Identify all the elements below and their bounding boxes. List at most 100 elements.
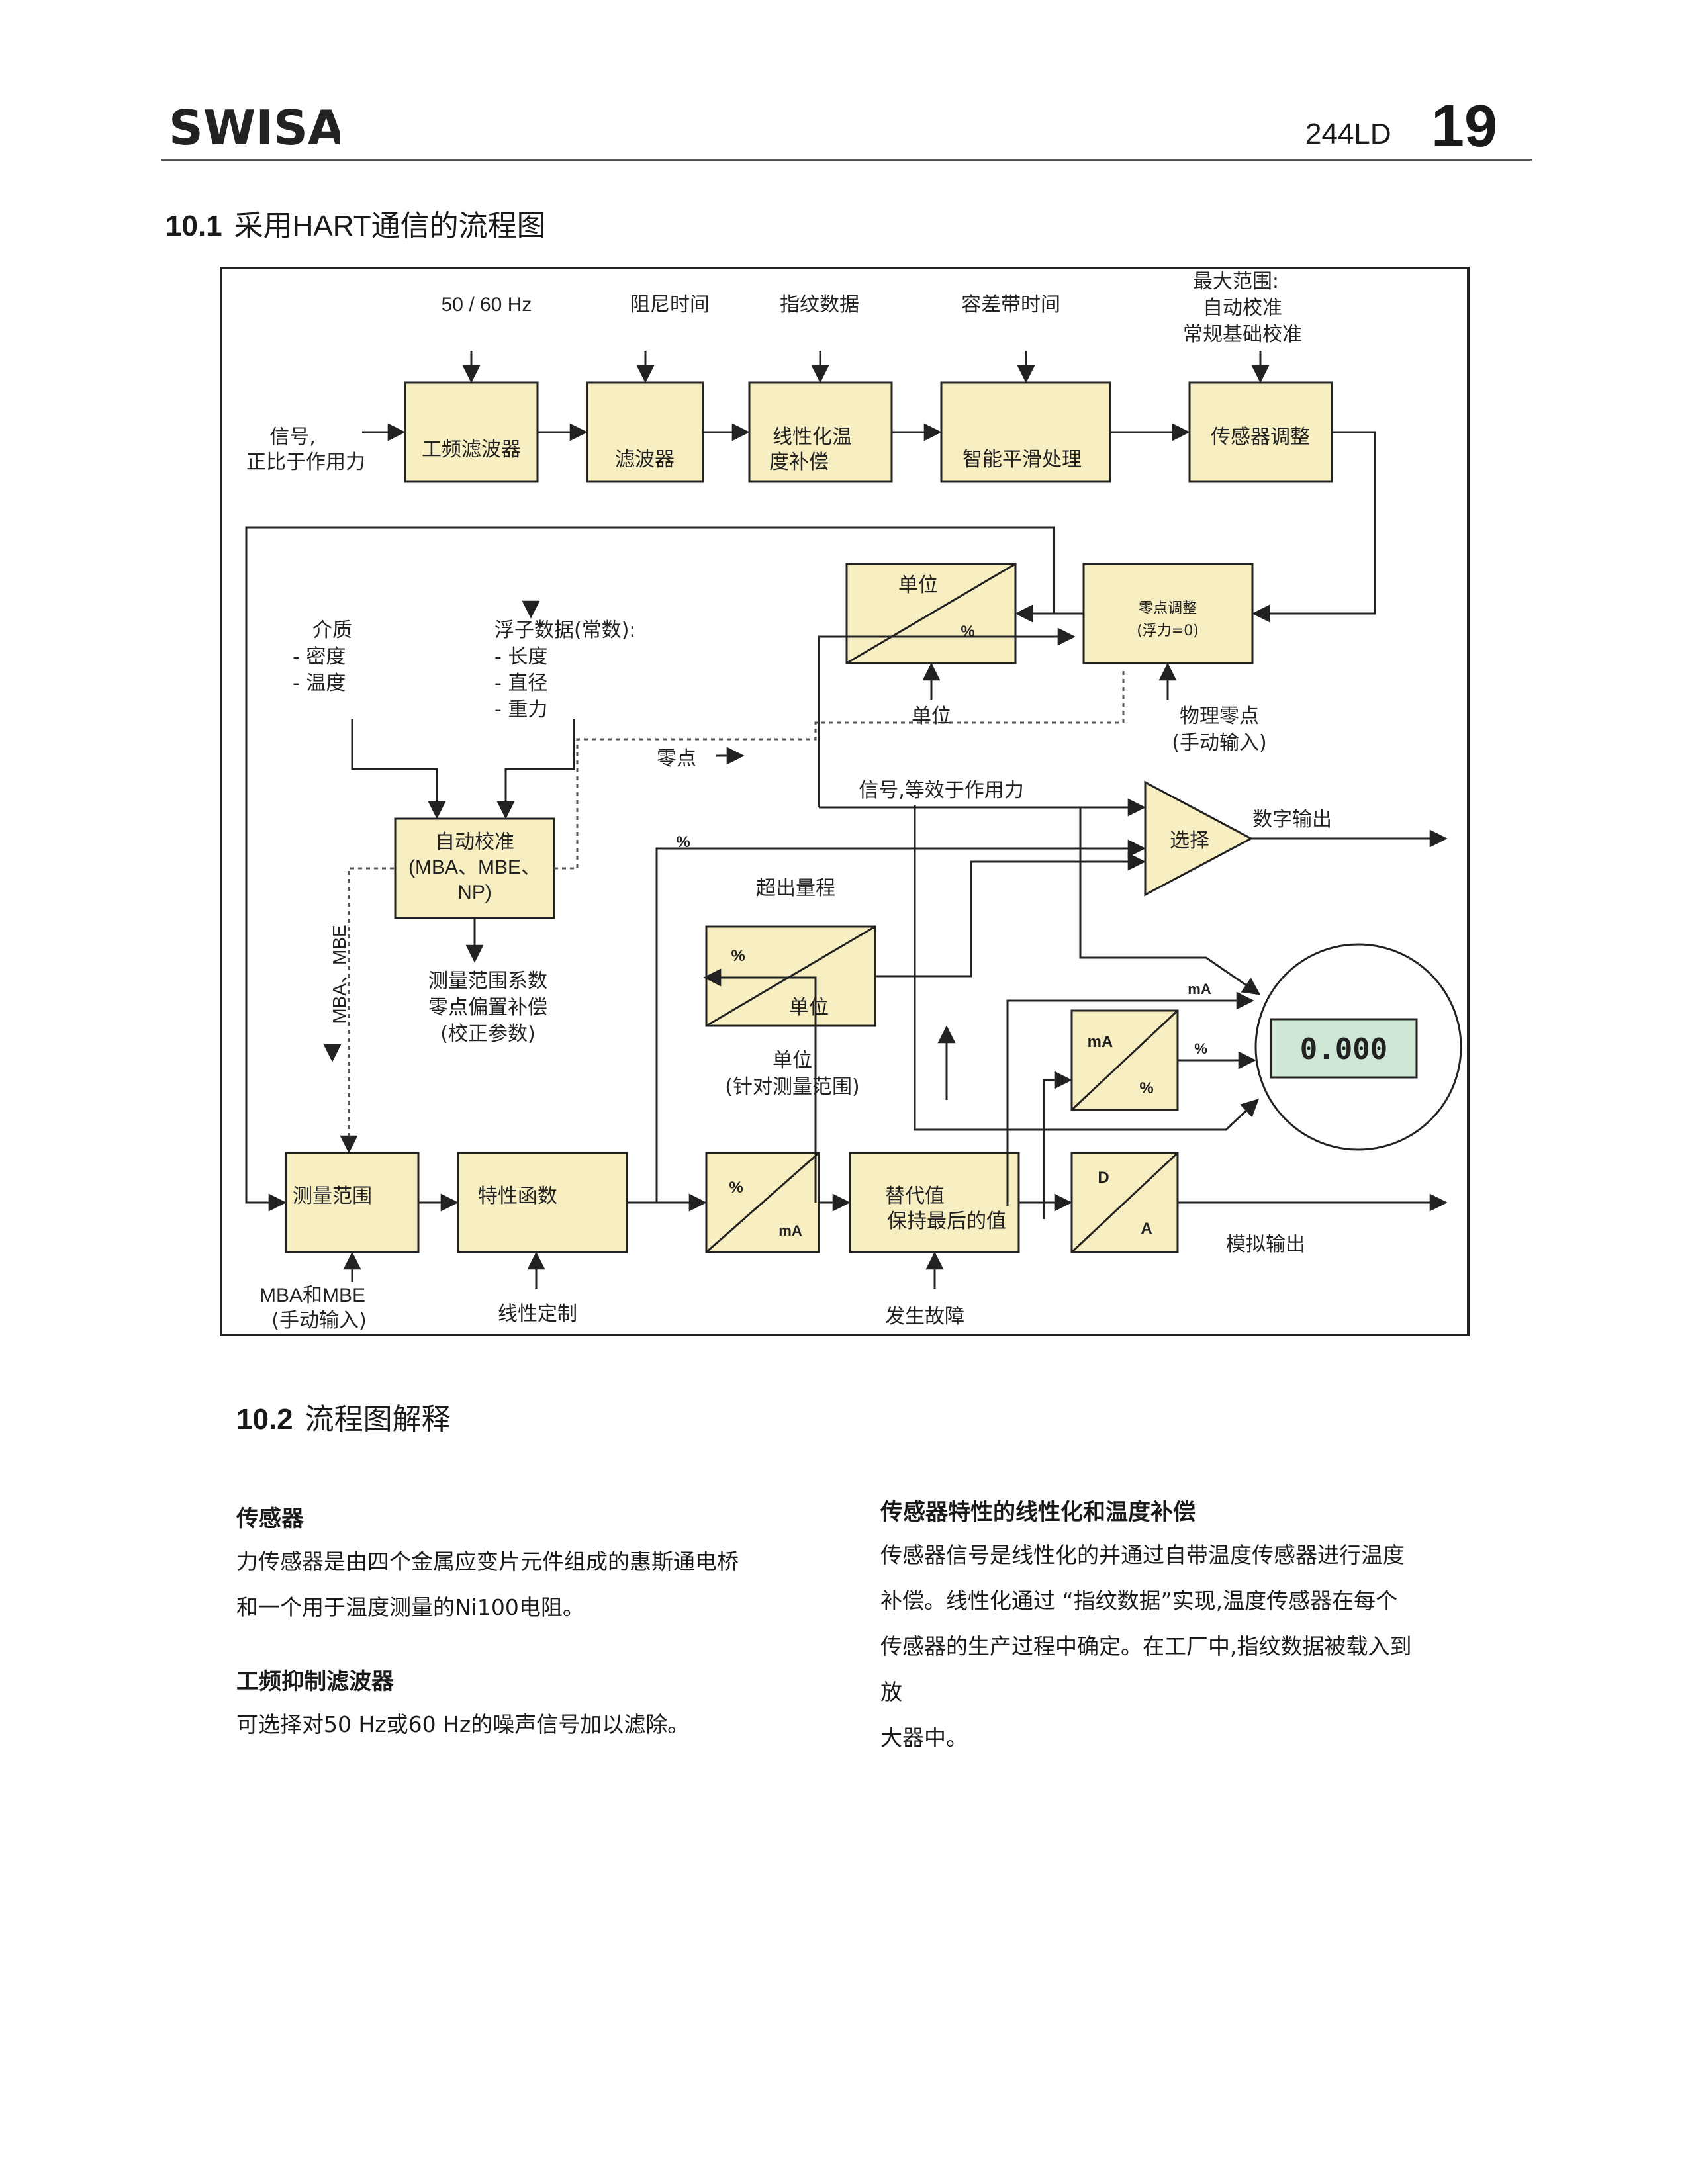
- diagram-connector: [818, 627, 1076, 807]
- diagram-label: 0.000: [1300, 1032, 1387, 1066]
- diagram-label: (手动输入): [271, 1309, 366, 1332]
- diagram-label: (手动输入): [1172, 731, 1266, 754]
- diagram-connector: [1070, 1152, 1179, 1253]
- subheading-powerline-filter: 工频抑制滤波器: [236, 1668, 394, 1695]
- block-linearization: [748, 381, 893, 483]
- diagram-label: (针对测量范围): [725, 1075, 859, 1099]
- diagram-label: 传感器调整: [1211, 426, 1310, 449]
- diagram-label: 保持最后的值: [887, 1210, 1006, 1233]
- diagram-label: 信号,等效于作用力: [859, 779, 1024, 802]
- diagram-label: - 长度: [494, 645, 547, 668]
- diagram-label: 浮子数据(常数):: [494, 619, 636, 642]
- diagram-label: 线性定制: [498, 1302, 577, 1326]
- diagram-label: 单位: [789, 996, 829, 1019]
- section-number: 10.2: [236, 1403, 293, 1435]
- left-text-column: 传感器 力传感器是由四个金属应变片元件组成的惠斯通电桥 和一个用于温度测量的Ni…: [236, 1499, 789, 1747]
- diagram-label: 度补偿: [769, 451, 829, 474]
- paragraph-line: 可选择对50 Hz或60 Hz的噪声信号加以滤除。: [236, 1711, 690, 1737]
- diagram-label: D: [1098, 1169, 1109, 1187]
- diagram-connector: [1070, 1009, 1179, 1111]
- diagram-connector: [1043, 1071, 1072, 1219]
- diagram-connector: [655, 839, 1146, 1203]
- diagram-connector: [496, 719, 575, 819]
- block-measure-range: [285, 1152, 420, 1253]
- right-text-column: 传感器特性的线性化和温度补偿 传感器信号是线性化的并通过自带温度传感器进行温度 …: [880, 1492, 1433, 1760]
- diagram-connector: [846, 563, 1016, 664]
- block-characteristic: [457, 1152, 628, 1253]
- swisa-logo: SWISA: [169, 105, 340, 151]
- diagram-label: 信号,: [269, 426, 316, 449]
- diagram-label: 常规基础校准: [1183, 323, 1302, 346]
- diagram-label: 容差带时间: [961, 293, 1060, 316]
- diagram-label: 滤波器: [615, 448, 675, 471]
- diagram-frame: [220, 267, 1470, 1336]
- diagram-label: 工频滤波器: [422, 438, 521, 461]
- diagram-connector: [703, 968, 817, 1203]
- diagram-connector: [706, 1152, 820, 1253]
- diagram-label: 超出量程: [756, 877, 835, 900]
- diagram-label: %: [1194, 1040, 1207, 1057]
- paragraph-line: 补偿。线性化通过 “指纹数据”实现,温度传感器在每个: [880, 1588, 1398, 1614]
- diagram-label: 零点: [657, 747, 696, 770]
- diagram-connector: [1006, 991, 1254, 1206]
- diagram-label: - 温度: [293, 672, 346, 695]
- diagram-label: %: [961, 623, 974, 641]
- paragraph-line: 传感器信号是线性化的并通过自带温度传感器进行温度: [880, 1542, 1405, 1568]
- section-heading-10-2: 10.2 流程图解释: [236, 1395, 451, 1437]
- section-number: 10.1: [165, 210, 222, 242]
- diagram-label: 自动校准: [1203, 296, 1282, 320]
- diagram-label: - 密度: [293, 645, 346, 668]
- diagram-connector: [1079, 807, 1261, 995]
- diagram-label: - 重力: [494, 698, 547, 721]
- diagram-label: 最大范围:: [1193, 270, 1279, 293]
- hart-flow-diagram: 50 / 60 Hz 阻尼时间 指纹数据 容差带时间 最大范围: 自动校准 常规…: [220, 267, 1470, 1336]
- paragraph-line: 大器中。: [880, 1725, 968, 1751]
- diagram-label: mA: [1188, 981, 1211, 997]
- diagram-label: A: [1141, 1220, 1152, 1238]
- diagram-label: 零点偏置补偿: [428, 996, 547, 1019]
- diagram-connector: [245, 526, 1055, 1212]
- subheading-sensor: 传感器: [236, 1506, 304, 1532]
- paragraph-line: 和一个用于温度测量的Ni100电阻。: [236, 1594, 585, 1620]
- diagram-label: 测量范围系数: [428, 970, 547, 993]
- diagram-label: MBA和MBE: [259, 1285, 365, 1306]
- diagram-label: 模拟输出: [1226, 1233, 1305, 1256]
- section-title: 采用HART通信的流程图: [234, 210, 546, 242]
- diagram-label: %: [731, 947, 745, 965]
- header-divider: [161, 159, 1532, 161]
- diagram-connector: [1252, 431, 1376, 623]
- subheading-linearization: 传感器特性的线性化和温度补偿: [880, 1499, 1196, 1525]
- diagram-label: 阻尼时间: [630, 293, 710, 316]
- diagram-connector: [706, 925, 876, 1027]
- diagram-label: %: [1139, 1079, 1153, 1097]
- diagram-label: (校正参数): [440, 1023, 535, 1046]
- diagram-label: 单位: [912, 705, 951, 728]
- block-powerline-filter: [404, 381, 539, 483]
- diagram-label: mA: [778, 1222, 802, 1239]
- diagram-label: 自动校准: [435, 831, 514, 854]
- section-heading-10-1: 10.1 采用HART通信的流程图: [165, 202, 546, 244]
- diagram-connector: [554, 670, 1125, 870]
- diagram-connector: [914, 805, 1259, 1131]
- diagram-connector: [351, 719, 446, 819]
- diagram-label: 特性函数: [478, 1185, 557, 1208]
- display-screen: [1270, 1018, 1418, 1079]
- diagram-label: (浮力=0): [1137, 623, 1199, 639]
- section-title: 流程图解释: [305, 1403, 451, 1435]
- diagram-label: 单位: [898, 574, 938, 597]
- diagram-label: - 直径: [494, 672, 547, 695]
- paragraph-line: 力传感器是由四个金属应变片元件组成的惠斯通电桥: [236, 1549, 739, 1574]
- diagram-label: 替代值: [885, 1185, 945, 1208]
- diagram-label: 单位: [773, 1049, 812, 1072]
- diagram-label: 线性化温: [773, 426, 852, 449]
- diagram-label: mA: [1088, 1033, 1113, 1051]
- svg-text:SWISA: SWISA: [169, 105, 340, 151]
- diagram-label: 物理零点: [1180, 705, 1259, 728]
- block-select-amplifier: [1144, 780, 1254, 897]
- diagram-label: (MBA、MBE、: [408, 856, 541, 878]
- block-substitute: [849, 1152, 1020, 1253]
- diagram-label: 指纹数据: [780, 293, 859, 316]
- diagram-connector: [340, 867, 394, 1154]
- diagram-label: 智能平滑处理: [962, 448, 1082, 471]
- diagram-label: %: [676, 833, 690, 851]
